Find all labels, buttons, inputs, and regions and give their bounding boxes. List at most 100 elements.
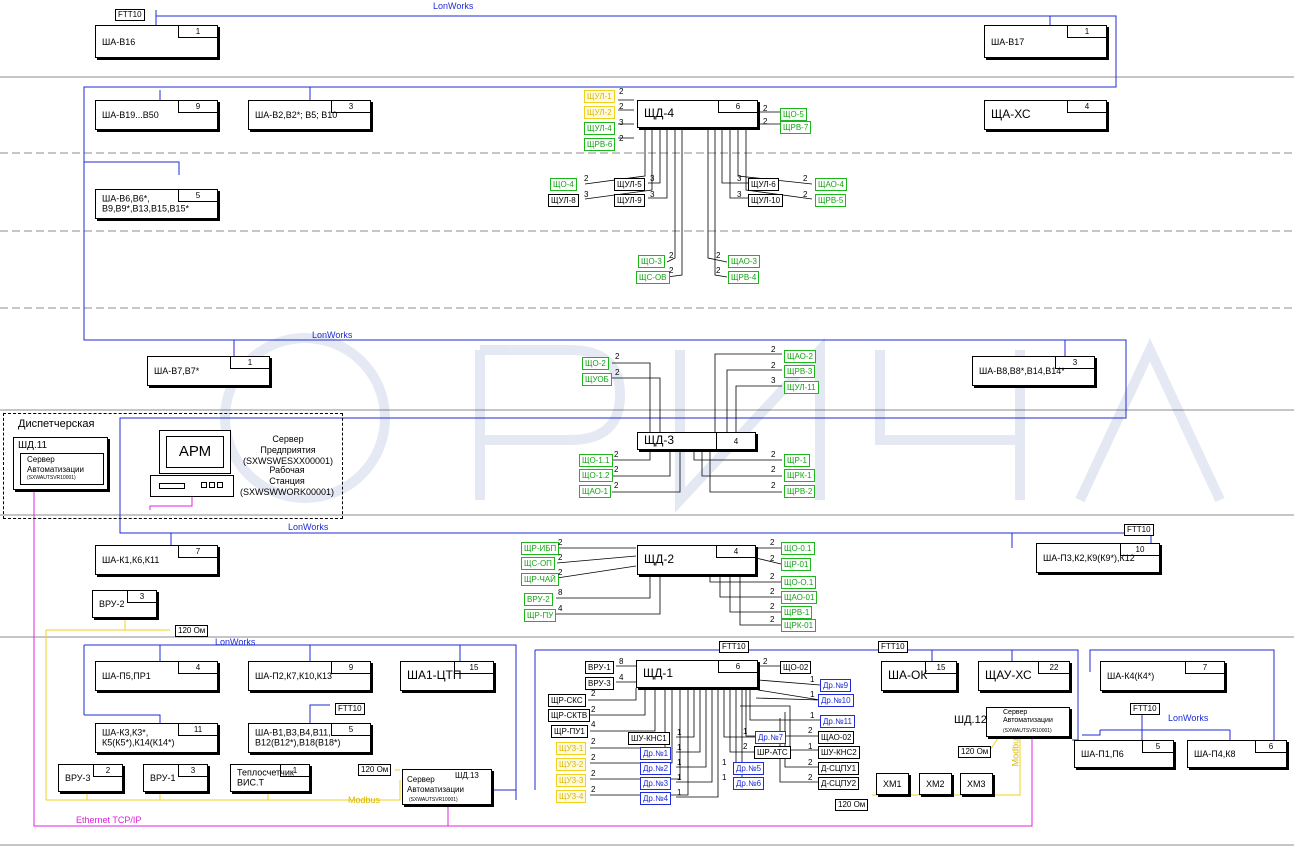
panel-name: ША-В2,В2*; В5; В10 — [255, 109, 338, 120]
automation-server[interactable]: Сервер Автоматизации ШД.13 (SXWAUTSVR100… — [402, 769, 492, 805]
server-name: ШД.13 — [455, 771, 479, 780]
link-count: 2 — [716, 251, 721, 260]
link-count: 3 — [771, 376, 776, 385]
link-count: 2 — [614, 450, 619, 459]
link-count: 2 — [614, 481, 619, 490]
link-count: 2 — [770, 615, 775, 624]
link-count: 4 — [619, 673, 624, 682]
panel-name: ША-В7,В7* — [154, 365, 200, 376]
panel-number: 7 — [178, 546, 217, 558]
subpanel-label: ЩУЛ-9 — [614, 194, 645, 207]
subpanel-label: ЩР-ПУ — [524, 609, 557, 622]
ftt10-tag: FTT10 — [335, 703, 365, 715]
link-count: 8 — [558, 588, 563, 597]
link-count: 4 — [558, 604, 563, 613]
subpanel-label: ЩР-СКС — [548, 694, 586, 707]
link-count: 2 — [763, 104, 768, 113]
panel-number: 1 — [178, 26, 217, 38]
lonworks-label: LonWorks — [433, 1, 474, 11]
subpanel-label: ЩУЗ-2 — [556, 758, 587, 771]
dispatcher-server[interactable]: ШД.11 Сервер Автоматизации (SXWAUTSVR100… — [13, 437, 108, 490]
subpanel-label: Др.№7 — [755, 731, 787, 744]
panel[interactable]: ЩА-ХС 4 — [984, 100, 1107, 130]
panel[interactable]: ША-В7,В7*1 — [147, 356, 270, 386]
modbus-label: Modbus — [1010, 734, 1021, 767]
panel-number: 4 — [1067, 101, 1106, 113]
panel[interactable]: ША-К4(К4*)7 — [1100, 661, 1225, 691]
subpanel-label: ЩУЛ-4 — [584, 122, 615, 135]
server-id: (SXWAUTSVR10001) — [1003, 728, 1052, 734]
panel-name: ША-К1,К6,К11 — [102, 554, 160, 565]
subpanel-label: ЩР-ПУ1 — [551, 725, 588, 738]
subpanel-label: ЩРВ-2 — [784, 485, 816, 498]
subpanel-label: ВРУ-2 — [524, 593, 553, 606]
panel-number: 4 — [716, 433, 755, 451]
link-count: 2 — [591, 769, 596, 778]
panel-number: 3 — [331, 101, 370, 113]
subpanel-label: ЩАО-4 — [815, 178, 847, 191]
subpanel-label: ЩАО-1 — [579, 485, 611, 498]
link-count: 2 — [803, 174, 808, 183]
panel-name: ВРУ-3 — [65, 772, 91, 783]
link-count: 2 — [803, 190, 808, 199]
subpanel-label: Др.№5 — [733, 762, 765, 775]
subpanel-label: Др.№11 — [820, 715, 855, 728]
subpanel-label: ЩУЛ-5 — [614, 178, 645, 191]
xm-label: ХМ3 — [967, 778, 986, 789]
subpanel-label: Др.№1 — [640, 747, 672, 760]
panel-name: ЩА-ХС — [991, 107, 1031, 122]
panel-name: ЩД-2 — [644, 552, 675, 567]
panel[interactable]: ША-К3,К3*, К5(К5*),К14(К14*)11 — [95, 723, 218, 753]
subpanel-label: ЩР-1 — [784, 454, 810, 467]
xm-unit[interactable]: ХМ1 — [876, 773, 909, 795]
panel[interactable]: ША-В6,В6*, В9,В9*,В13,В15,В15*5 — [95, 189, 218, 219]
panel[interactable]: ША-К1,К6,К11 7 — [95, 545, 218, 575]
panel-number: 10 — [1120, 544, 1159, 556]
subpanel-label: Др.№2 — [640, 762, 672, 775]
link-count: 2 — [770, 554, 775, 563]
panel[interactable]: ША-В1,В3,В4,В11, В12(В12*),В18(В18*)5 — [248, 723, 371, 753]
link-count: 1 — [722, 758, 727, 767]
link-count: 1 — [810, 675, 815, 684]
link-count: 3 — [737, 190, 742, 199]
panel-name: ВРУ-1 — [150, 772, 176, 783]
subpanel-label: Др.№3 — [640, 777, 672, 790]
subpanel-label: ЩРВ-7 — [780, 121, 812, 134]
automation-server[interactable]: Сервер Автоматизации (SXWAUTSVR10001) — [986, 707, 1070, 737]
panel[interactable]: ША-В8,В8*,В14,В14*3 — [972, 356, 1095, 386]
shd-label: ШД.11 — [18, 440, 48, 451]
xm-unit[interactable]: ХМ2 — [919, 773, 952, 795]
link-count: 2 — [771, 465, 776, 474]
xm-unit[interactable]: ХМ3 — [960, 773, 993, 795]
link-count: 2 — [591, 705, 596, 714]
enterprise-server-label: Сервер Предприятия (SXWSWESXX00001) — [243, 434, 334, 466]
subpanel-label: ЩО-2 — [582, 357, 609, 370]
subpanel-label: Др.№4 — [640, 792, 672, 805]
server-title: Сервер Автоматизации — [407, 775, 464, 794]
dispatcher-title: Диспетчерская — [18, 418, 95, 430]
panel-number: 22 — [1038, 662, 1069, 674]
link-count: 2 — [763, 117, 768, 126]
lonworks-label: LonWorks — [312, 330, 353, 340]
subpanel-label: ЩРК-01 — [781, 619, 817, 632]
